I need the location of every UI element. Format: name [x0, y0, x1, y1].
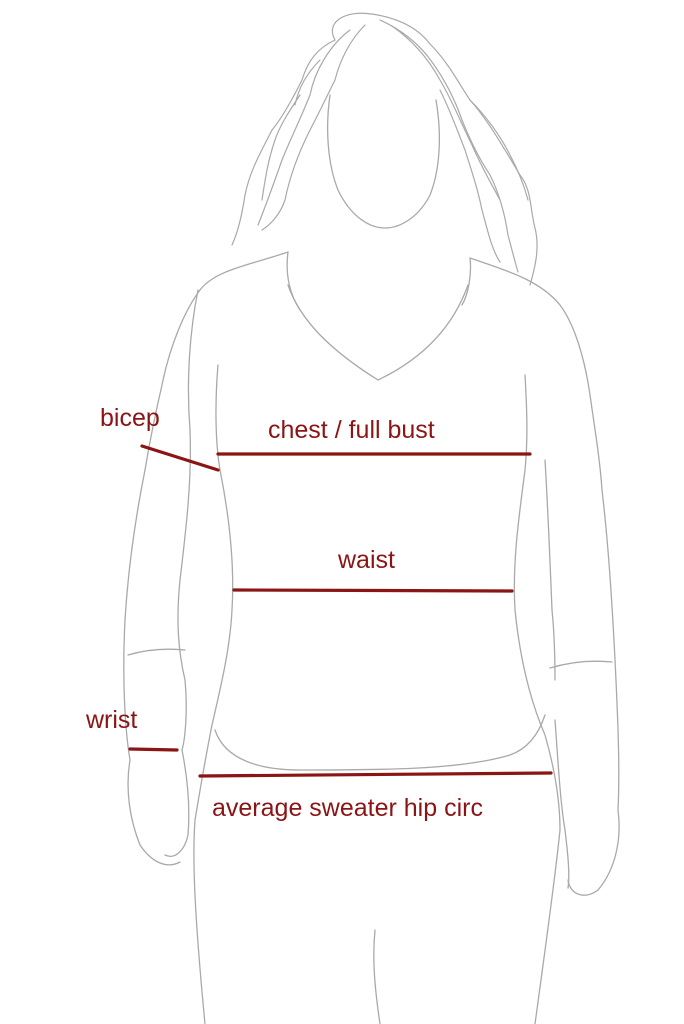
waist-measure-line	[232, 588, 514, 593]
wrist-measure-line	[128, 747, 179, 752]
face-outline	[326, 94, 441, 229]
hair-outline	[231, 12, 538, 286]
inner-leg	[373, 929, 381, 1024]
neckline	[287, 284, 469, 381]
left-arm-outline	[123, 289, 199, 866]
hip-measure-line	[198, 771, 553, 778]
right-arm-outline	[544, 459, 620, 896]
left-cuff	[127, 648, 186, 656]
hip-label: average sweater hip circ	[212, 794, 483, 822]
neck-line	[286, 251, 472, 311]
right-hand	[554, 719, 570, 889]
shirt-hem	[214, 714, 546, 771]
left-hand	[164, 749, 190, 857]
right-cuff	[549, 660, 613, 669]
torso-right-side	[513, 374, 561, 1024]
waist-label: waist	[338, 546, 395, 574]
chest-label: chest / full bust	[268, 416, 435, 444]
bicep-measure-line	[140, 444, 220, 472]
torso-left-side	[193, 364, 234, 1024]
neck-shoulders-outline	[144, 251, 603, 491]
bicep-label: bicep	[100, 404, 160, 432]
wrist-label: wrist	[86, 706, 138, 734]
